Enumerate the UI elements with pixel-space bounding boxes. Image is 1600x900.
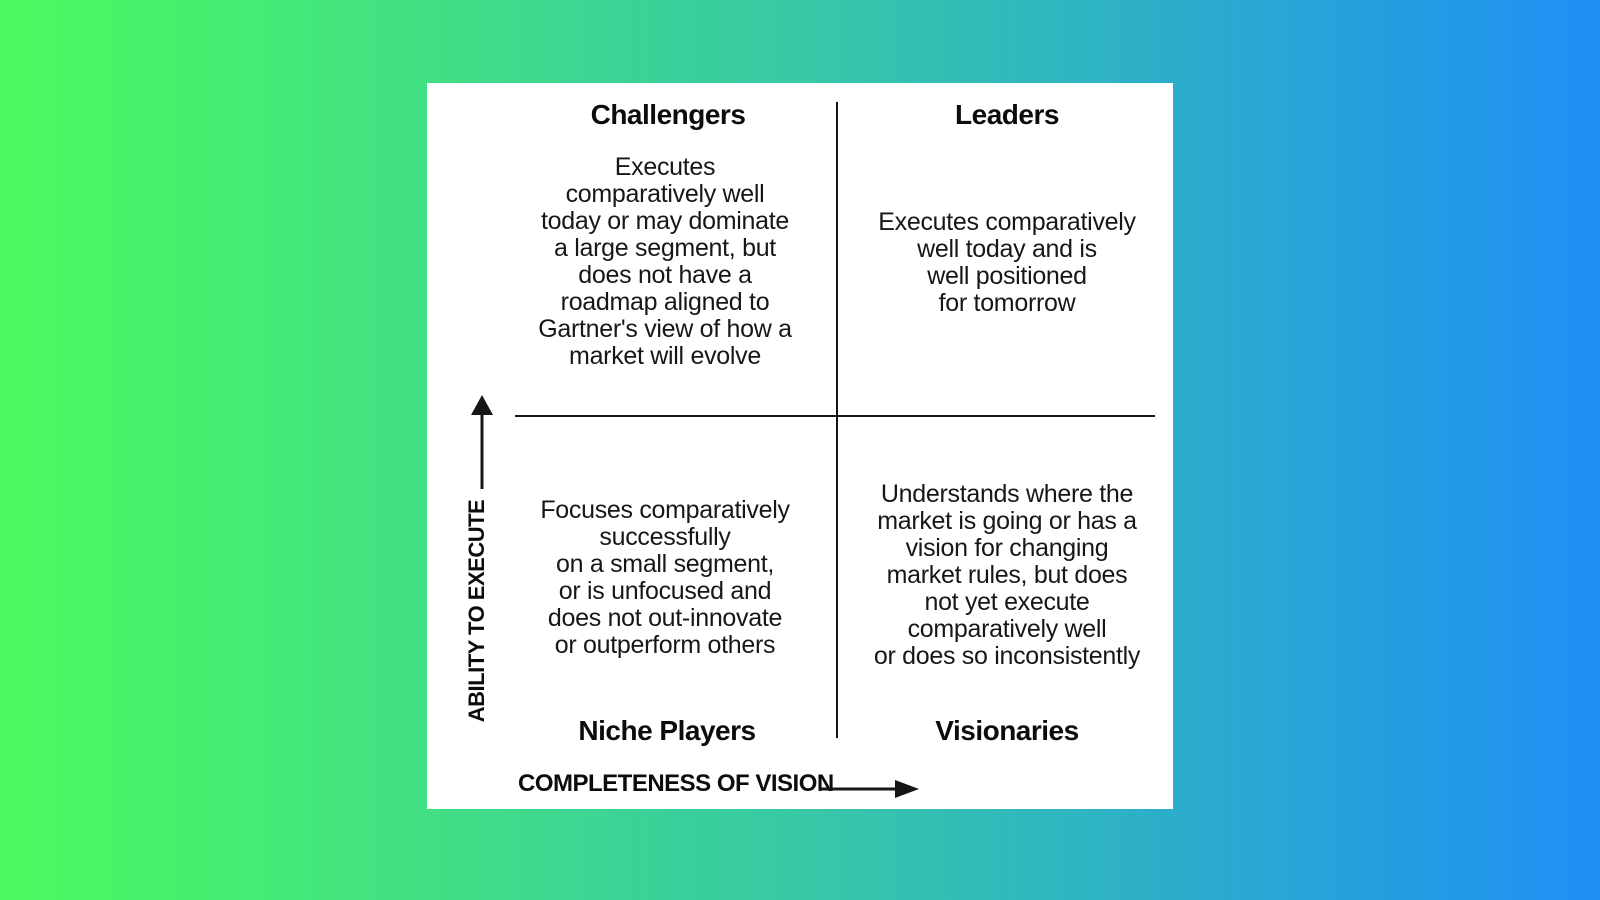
quadrant-title-challengers: Challengers: [590, 99, 746, 130]
x-axis-label-completeness-of-vision: COMPLETENESS OF VISION: [518, 770, 834, 797]
quadrant-description-visionaries: Understands where the market is going or…: [873, 480, 1141, 670]
magic-quadrant-diagram: Challengers Leaders Niche Players Vision…: [427, 83, 1173, 809]
up-arrow-icon: [471, 395, 493, 489]
quadrant-title-visionaries: Visionaries: [935, 715, 1079, 746]
quadrant-horizontal-divider: [515, 415, 1155, 417]
quadrant-description-challengers: Executes comparatively well today or may…: [538, 153, 792, 370]
quadrant-title-niche-players: Niche Players: [578, 715, 756, 746]
y-axis-label-ability-to-execute: ABILITY TO EXECUTE: [464, 499, 489, 723]
quadrant-description-leaders: Executes comparatively well today and is…: [878, 208, 1136, 317]
quadrant-vertical-divider: [836, 102, 838, 738]
right-arrow-icon: [819, 780, 919, 798]
quadrant-title-leaders: Leaders: [955, 99, 1059, 130]
quadrant-description-niche-players: Focuses comparatively successfully on a …: [540, 496, 790, 659]
